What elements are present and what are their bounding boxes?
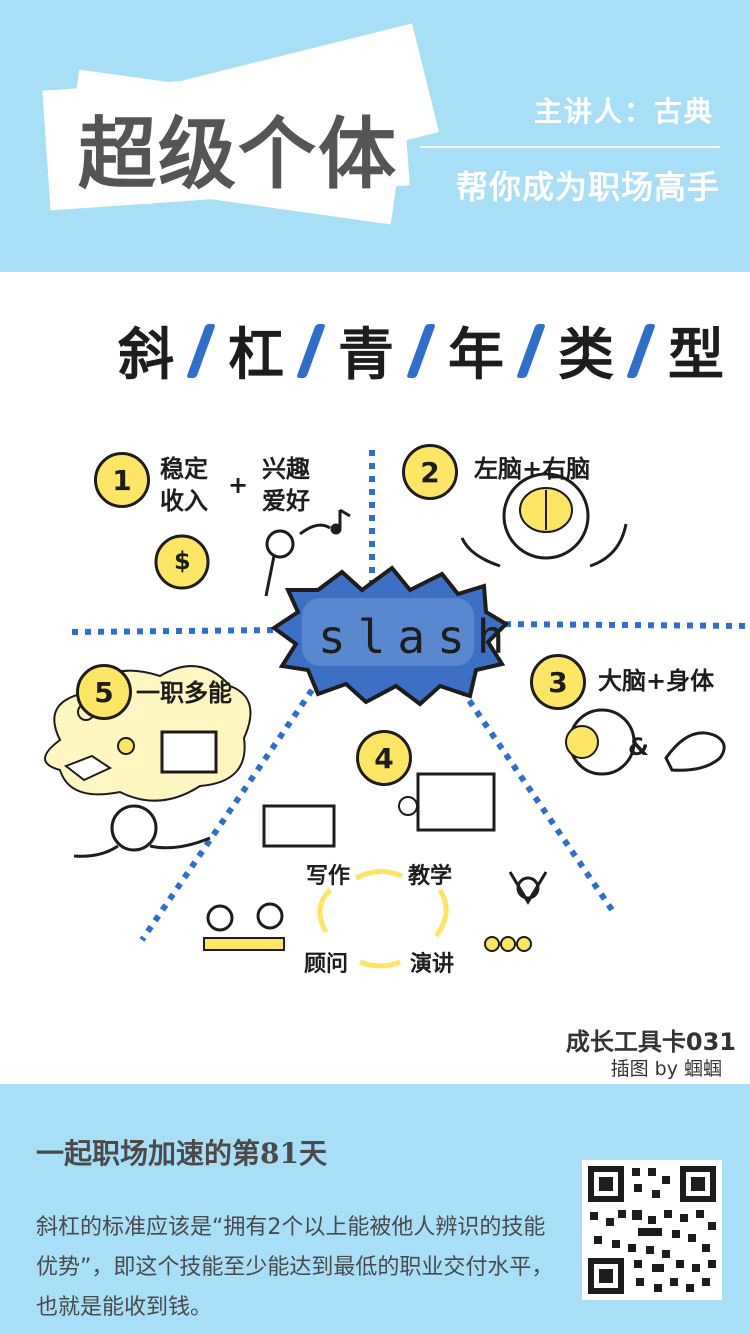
type-1-label-b-line1: 兴趣 <box>262 455 310 483</box>
footer-body: 斜杠的标准应该是“拥有2个以上能被他人辨识的技能优势”，即这个技能至少能达到最低… <box>36 1215 554 1320</box>
cycle-arrows <box>317 869 449 969</box>
type-3-number: 3 <box>530 654 586 710</box>
music-note-icon <box>330 508 351 535</box>
cycle-teaching: 教学 <box>408 864 453 889</box>
book-icon <box>63 754 113 782</box>
credit-card-number: 成长工具卡031 <box>565 1028 736 1056</box>
cycle-speaking: 演讲 <box>410 952 455 977</box>
slash-word: slash <box>318 610 517 664</box>
type-2-number: 2 <box>402 444 458 500</box>
person-icon <box>73 804 211 858</box>
starburst-highlight <box>302 598 474 666</box>
divider-lower-left <box>139 688 315 942</box>
illustration-title: 斜 杠 青 年 类 型 <box>118 310 724 391</box>
cycle-consulting: 顾问 <box>304 952 349 977</box>
title-char: 杠 <box>228 323 284 388</box>
title-char: 年 <box>448 323 504 388</box>
type-5-number: 5 <box>76 664 132 720</box>
type-2-label: 左脑+右脑 <box>474 455 591 483</box>
divider-lower-right <box>459 688 615 912</box>
title-char: 斜 <box>118 323 174 388</box>
illustration-panel: 斜 杠 青 年 类 型 <box>0 272 750 1084</box>
header: 超级个体 主讲人：古典 帮你成为职场高手 <box>0 0 750 272</box>
dashed-dividers <box>71 450 750 942</box>
laptop-icon <box>160 730 218 774</box>
page-title: 超级个体 <box>78 110 399 200</box>
muscle-arm-icon <box>664 731 726 772</box>
type-4-number: 4 <box>356 730 412 786</box>
audience-icon <box>484 936 532 952</box>
discussion-people-icon <box>203 902 285 951</box>
qr-code[interactable] <box>582 1160 722 1300</box>
microphone-icon <box>264 523 331 597</box>
divider-right <box>491 621 750 629</box>
credit-illustrator: 插图 by 蝈蝈 <box>610 1058 722 1080</box>
open-book-icon <box>262 804 336 848</box>
whiteboard-icon <box>416 772 496 832</box>
type-1-number: 1 <box>94 452 150 508</box>
teacher-icon <box>398 796 418 816</box>
head-with-bulb-icon <box>565 708 636 776</box>
tagline: 帮你成为职场高手 <box>455 168 720 206</box>
footer-title: 一起职场加速的第81天 <box>36 1137 327 1170</box>
title-char: 青 <box>338 323 394 388</box>
type-1-plus: + <box>228 471 249 499</box>
cycle-writing: 写作 <box>306 864 351 889</box>
type-1-label-a-line1: 稳定 <box>160 455 208 483</box>
dollar-coin-icon <box>154 534 210 590</box>
dollar-symbol: $ <box>174 547 191 575</box>
lightbulb-icon <box>117 737 135 755</box>
footer: 一起职场加速的第81天 斜杠的标准应该是“拥有2个以上能被他人辨识的技能优势”，… <box>0 1084 750 1334</box>
title-char: 型 <box>668 323 724 388</box>
ampersand: & <box>628 733 649 761</box>
divider-left <box>71 627 283 635</box>
type-1-label-b-line2: 爱好 <box>262 487 310 515</box>
title-char: 类 <box>558 323 614 388</box>
type-3-label: 大脑+身体 <box>598 667 715 695</box>
header-divider <box>420 146 720 148</box>
head-with-brain-icon <box>460 472 628 568</box>
type-5-label: 一职多能 <box>136 679 232 707</box>
speaker-label: 主讲人：古典 <box>533 95 714 128</box>
cheering-person-icon <box>508 871 548 905</box>
type-1-label-a-line2: 收入 <box>160 487 208 515</box>
